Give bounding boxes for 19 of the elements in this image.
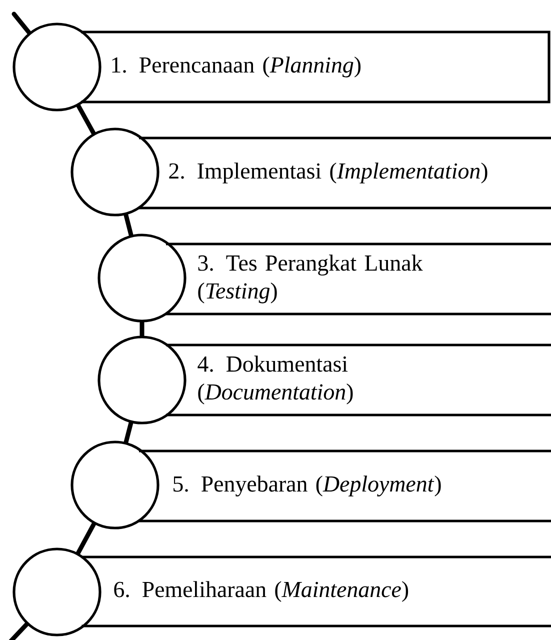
step-circle [70, 440, 160, 530]
connector-line [124, 420, 134, 444]
connector-line [76, 522, 96, 556]
step-bar: 3. Tes Perangkat Lunak (Testing) [164, 242, 551, 316]
step-bar: 2. Implementasi (Implementation) [138, 136, 551, 210]
step-circle [98, 234, 186, 322]
connector-line [12, 12, 32, 35]
step-bar: 4. Dokumentasi (Documentation) [164, 344, 551, 416]
connector-line [8, 622, 29, 640]
step-circle [12, 22, 102, 112]
step-circle [70, 128, 160, 216]
step-bar: 5. Penyebaran (Deployment) [138, 450, 551, 522]
step-circle [12, 548, 102, 636]
connector-line [140, 320, 144, 338]
connector-line [76, 104, 96, 136]
step-circle [98, 336, 186, 424]
step-bar: 1. Perencanaan (Planning) [81, 30, 550, 104]
step-bar: 6. Pemeliharaan (Maintenance) [80, 556, 551, 628]
connector-line [124, 212, 134, 238]
